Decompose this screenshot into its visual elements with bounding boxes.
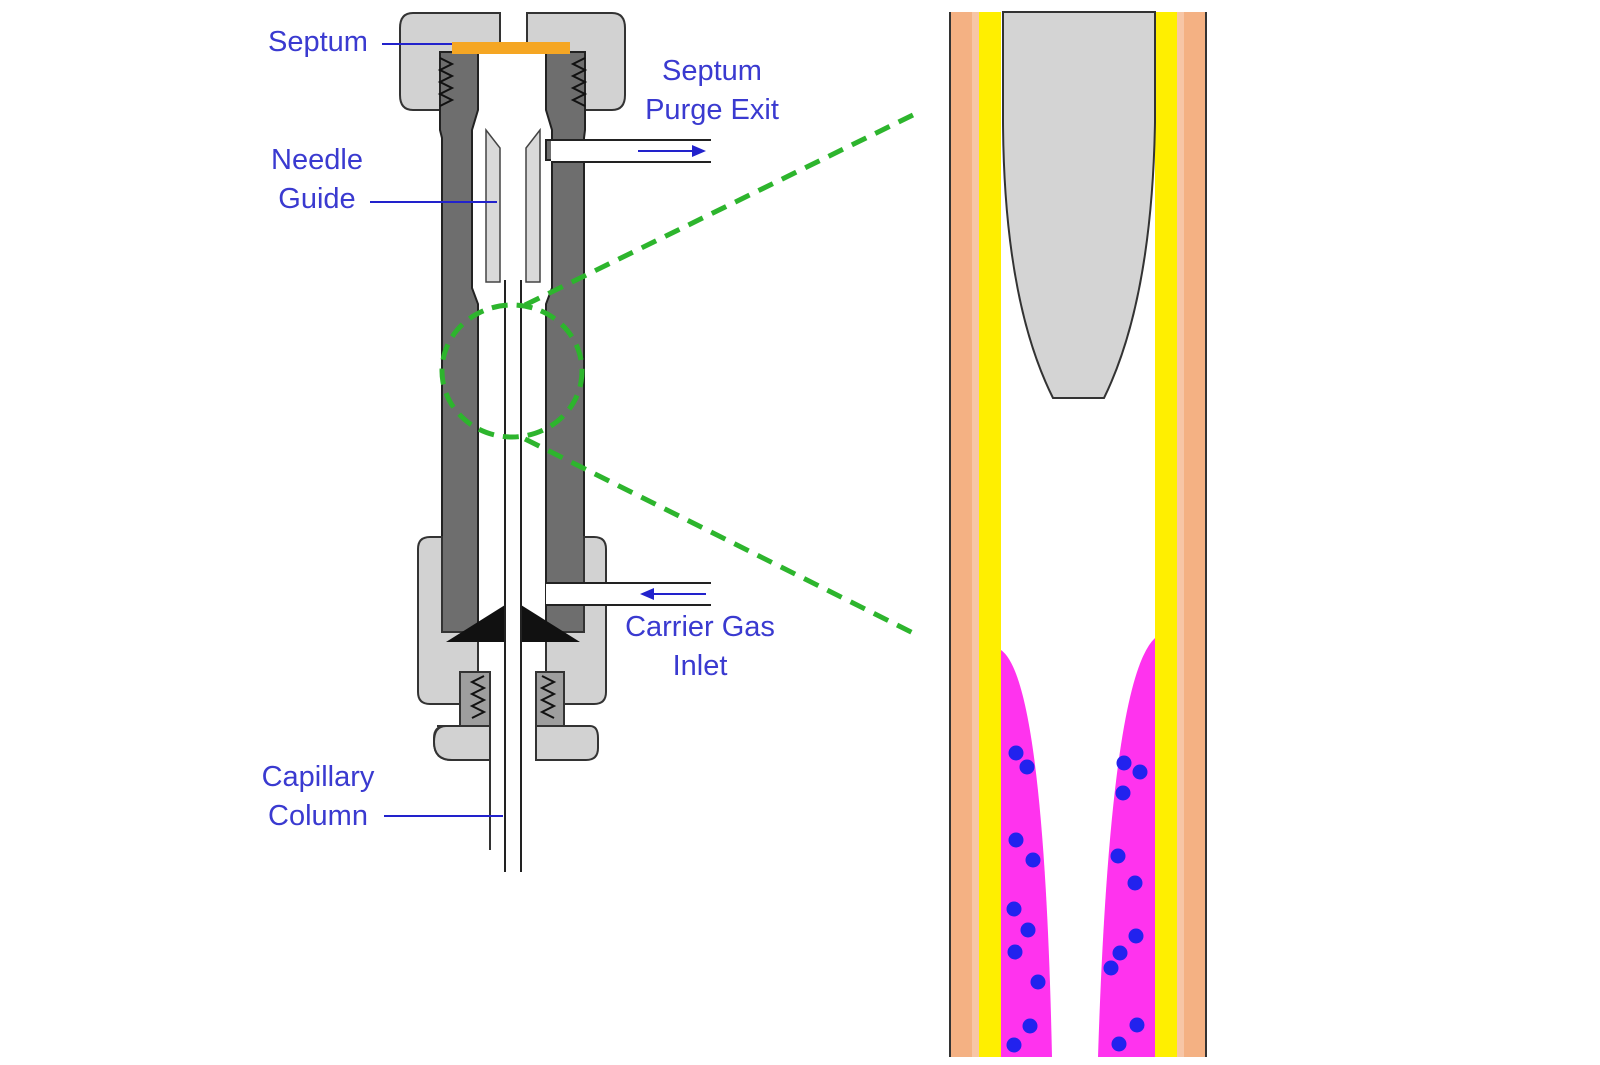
zoom-circle	[439, 302, 585, 440]
column-nut	[417, 536, 607, 850]
capillary-column	[504, 280, 522, 872]
septum-label: Septum	[268, 26, 368, 58]
septum-purge-exit-label-line2: Purge Exit	[645, 94, 779, 126]
carrier-gas-inlet-label-line2: Inlet	[673, 650, 728, 682]
ferrule	[446, 605, 580, 642]
carrier-gas-port	[546, 582, 711, 606]
septum-purge-port	[551, 139, 711, 163]
injector-assembly	[399, 12, 711, 872]
needle-guide-label-line2: Guide	[278, 183, 355, 215]
septum	[452, 42, 570, 54]
capillary-column-label-line1: Capillary	[262, 761, 375, 793]
arrow-left-icon	[640, 588, 706, 600]
injector-body	[437, 51, 588, 633]
carrier-gas-inlet-label-line1: Carrier Gas	[625, 611, 775, 643]
capillary-column-label-line2: Column	[268, 800, 368, 832]
needle-guide	[485, 127, 541, 283]
leader-lines	[370, 43, 503, 817]
zoom-line-bottom	[523, 436, 919, 638]
zoom-line-top	[523, 110, 919, 308]
liquid-film-left	[1001, 650, 1052, 1057]
needle-guide-label-line1: Needle	[271, 144, 363, 176]
septum-nut	[399, 12, 626, 111]
liquid-film-right	[1098, 638, 1155, 1057]
tube-wall-right	[1155, 12, 1207, 1057]
labels: Septum Septum Purge Exit Needle Guide Ca…	[262, 26, 779, 832]
arrow-right-icon	[638, 145, 706, 157]
zoom-callout	[439, 110, 919, 638]
magnified-view	[949, 11, 1207, 1057]
needle-tip	[1002, 11, 1156, 399]
tube-wall-left	[949, 12, 1001, 1057]
septum-purge-exit-label-line1: Septum	[662, 55, 762, 87]
sample-droplets	[1006, 745, 1148, 1053]
